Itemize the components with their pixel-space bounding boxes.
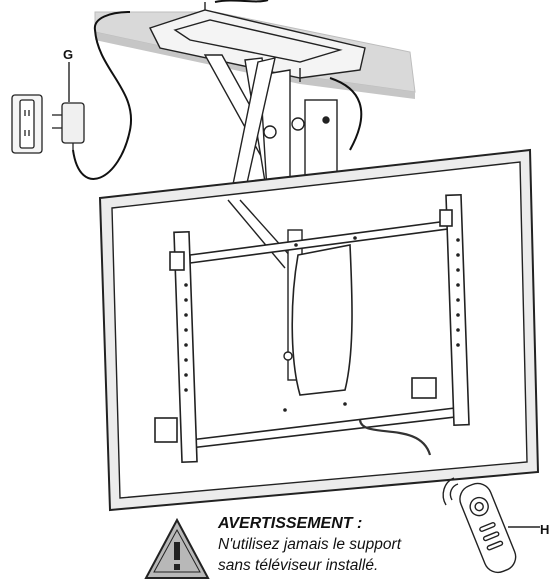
warning-notice: AVERTISSEMENT : N'utilisez jamais le sup…	[146, 515, 446, 583]
callout-label-h: H	[540, 522, 549, 537]
warning-text-line-1: N'utilisez jamais le support	[218, 536, 402, 553]
warning-title: AVERTISSEMENT :	[218, 515, 363, 532]
power-cables	[72, 0, 363, 180]
wall-outlet-icon	[11, 94, 43, 154]
tv-cable	[358, 419, 432, 456]
tv-bracket	[154, 193, 470, 464]
remote-control-icon	[442, 477, 517, 574]
ceiling-plate	[149, 2, 366, 82]
warning-text-line-2: sans téléviseur installé.	[218, 557, 379, 574]
power-adapter-icon	[52, 102, 85, 150]
bracket-holes	[184, 236, 460, 412]
callout-label-g: G	[63, 47, 74, 62]
warning-triangle-icon	[144, 517, 210, 579]
